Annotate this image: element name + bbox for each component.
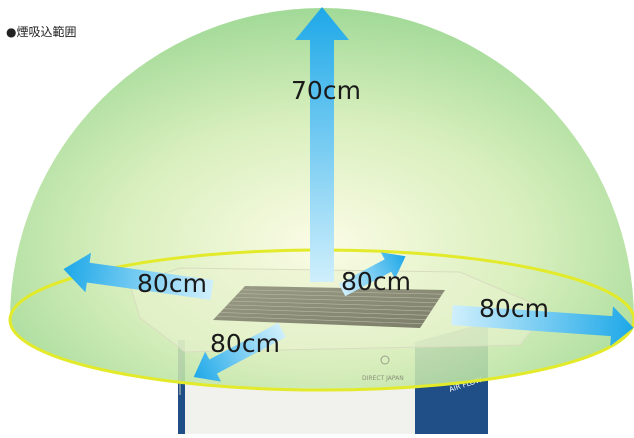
arrow-back	[338, 252, 406, 297]
grill-slat	[220, 312, 426, 320]
grill-slat	[230, 300, 434, 308]
label-back: 80cm	[341, 267, 411, 296]
diagram-caption: ●煙吸込範囲	[6, 25, 77, 39]
label-front: 80cm	[210, 329, 280, 358]
power-icon	[380, 355, 390, 365]
grill-slat	[227, 304, 432, 312]
label-left: 80cm	[137, 269, 207, 298]
label-right: 80cm	[479, 294, 549, 323]
arrow-left	[63, 252, 214, 300]
grill-slat	[223, 308, 429, 316]
device-brand-text: DIRECT JAPAN	[362, 375, 404, 382]
arrow-right	[451, 305, 634, 347]
grill-slat	[237, 293, 440, 299]
grill-slat	[216, 315, 423, 325]
label-up: 70cm	[291, 76, 361, 105]
arrow-front	[193, 322, 286, 382]
intake-grill	[213, 286, 445, 328]
machine-left-edge	[178, 340, 185, 434]
grill-slats	[216, 289, 443, 325]
grill-slat	[234, 297, 437, 303]
arrow-up	[295, 7, 349, 282]
grill-slat	[241, 289, 443, 295]
